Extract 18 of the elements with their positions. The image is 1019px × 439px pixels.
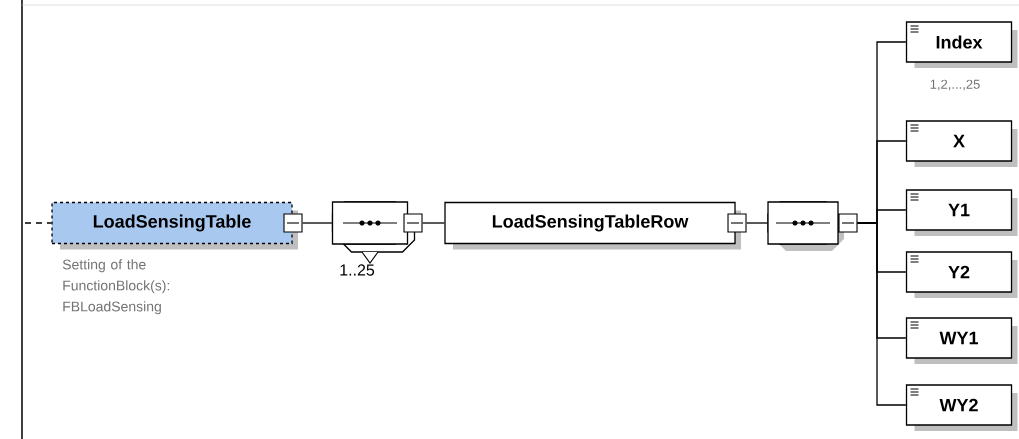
element-box: Index	[905, 21, 1018, 68]
description-text: Setting of the FunctionBlock(s): FBLoadSensing	[62, 259, 170, 315]
connector-line	[24, 222, 52, 224]
sequence-octagon	[767, 201, 858, 251]
element-box: X	[905, 120, 1018, 167]
element-box: Y2	[905, 251, 1018, 298]
element-box: WY1	[905, 317, 1018, 364]
value-note: 1,2,...,25	[930, 79, 980, 91]
connector-line	[302, 222, 333, 224]
connector-line	[746, 222, 768, 224]
multiplicity-label: 1..25	[340, 264, 375, 276]
element-box: WY2	[905, 384, 1018, 431]
element-box: LoadSensingTable	[51, 201, 303, 250]
element-box: LoadSensingTableRow	[444, 201, 747, 250]
connector-line	[422, 222, 445, 224]
element-box: Y1	[905, 189, 1018, 236]
sequence-octagon	[331, 201, 423, 264]
connector-line	[857, 222, 907, 406]
